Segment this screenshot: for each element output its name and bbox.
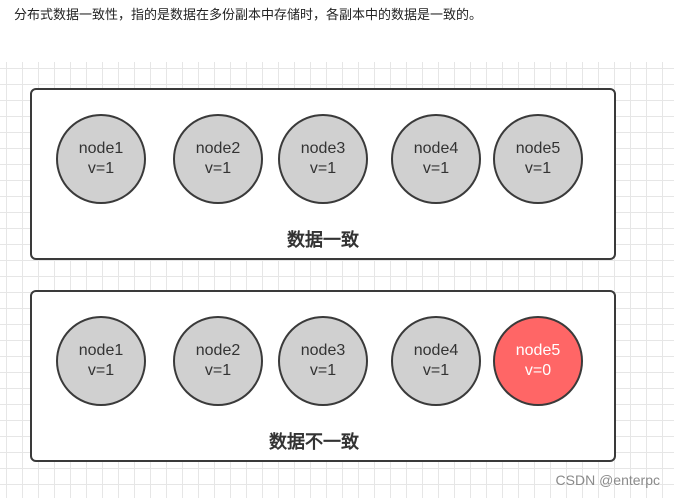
inconsistent-node-4: node4 v=1 — [391, 316, 481, 406]
inconsistent-node-2: node2 v=1 — [173, 316, 263, 406]
consistent-node-5: node5 v=1 — [493, 114, 583, 204]
node-name: node2 — [195, 140, 241, 157]
node-value: v=1 — [524, 160, 552, 177]
node-value: v=1 — [87, 362, 115, 379]
node-value: v=1 — [309, 160, 337, 177]
consistent-node-1: node1 v=1 — [56, 114, 146, 204]
consistent-node-3: node3 v=1 — [278, 114, 368, 204]
node-value: v=1 — [309, 362, 337, 379]
node-name: node5 — [515, 140, 561, 157]
node-name: node1 — [78, 342, 124, 359]
node-value: v=1 — [422, 362, 450, 379]
inconsistent-node-1: node1 v=1 — [56, 316, 146, 406]
node-name: node1 — [78, 140, 124, 157]
node-name: node3 — [300, 140, 346, 157]
inconsistent-node-5: node5 v=0 — [493, 316, 583, 406]
inconsistent-panel-label: 数据不一致 — [269, 432, 359, 453]
inconsistent-panel: node1 v=1 node2 v=1 node3 v=1 node4 v=1 … — [30, 290, 616, 462]
node-name: node2 — [195, 342, 241, 359]
node-value: v=1 — [204, 362, 232, 379]
node-value: v=1 — [422, 160, 450, 177]
intro-text: 分布式数据一致性，指的是数据在多份副本中存储时，各副本中的数据是一致的。 — [14, 8, 483, 23]
consistent-panel-label: 数据一致 — [287, 230, 359, 251]
inconsistent-node-3: node3 v=1 — [278, 316, 368, 406]
consistent-node-4: node4 v=1 — [391, 114, 481, 204]
node-value: v=0 — [524, 362, 552, 379]
node-name: node4 — [413, 342, 459, 359]
node-name: node3 — [300, 342, 346, 359]
watermark: CSDN @enterpc — [555, 472, 660, 488]
node-value: v=1 — [204, 160, 232, 177]
diagram-canvas: node1 v=1 node2 v=1 node3 v=1 node4 v=1 … — [0, 62, 674, 498]
consistent-panel: node1 v=1 node2 v=1 node3 v=1 node4 v=1 … — [30, 88, 616, 260]
node-name: node5 — [515, 342, 561, 359]
node-value: v=1 — [87, 160, 115, 177]
consistent-node-2: node2 v=1 — [173, 114, 263, 204]
node-name: node4 — [413, 140, 459, 157]
